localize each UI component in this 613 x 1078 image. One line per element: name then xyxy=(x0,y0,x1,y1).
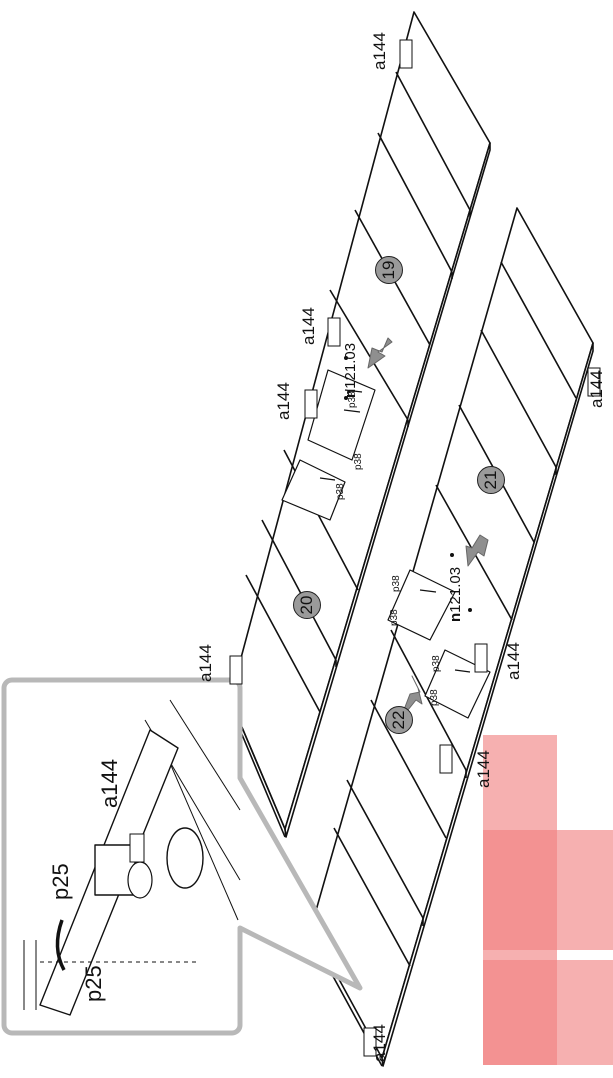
dowel-label: p38 xyxy=(389,609,400,626)
hinge-label: a144 xyxy=(274,382,293,420)
screw-label: p25 xyxy=(81,965,106,1002)
hinge-label: a144 xyxy=(587,370,606,408)
logo-bar-horizontal xyxy=(483,830,613,950)
dowel-label: p38 xyxy=(391,575,402,592)
dowel-label: p38 xyxy=(335,483,346,500)
logo-bar-lower xyxy=(483,960,613,1065)
dowel-label: p38 xyxy=(429,689,440,706)
hinge-label: a144 xyxy=(299,307,318,345)
screw-label: p25 xyxy=(48,863,73,900)
hinge-label: a144 xyxy=(196,644,215,682)
hinge-label: a144 xyxy=(474,750,493,788)
panel-number-21: 21 xyxy=(477,466,505,494)
hole-code-label: n121.03 xyxy=(447,566,464,622)
hinge-label: a144 xyxy=(370,1024,389,1062)
dowel-label: p38 xyxy=(353,453,364,470)
panel-strip-lower xyxy=(310,207,594,1067)
panel-number-22: 22 xyxy=(385,706,413,734)
panel-number-20: 20 xyxy=(293,591,321,619)
dowel-label: p38 xyxy=(431,655,442,672)
hinge-label: a144 xyxy=(370,32,389,70)
panel-number-19: 19 xyxy=(375,256,403,284)
callout-detail xyxy=(1,677,363,1036)
rotate-arrow-icon xyxy=(55,919,66,971)
hinge-icon xyxy=(129,39,601,1057)
dowel-icon xyxy=(281,369,491,719)
hinge-label: a144 xyxy=(504,642,523,680)
hinge-label: a144 xyxy=(97,759,122,808)
hole-code-label: n121.03 xyxy=(342,342,359,398)
